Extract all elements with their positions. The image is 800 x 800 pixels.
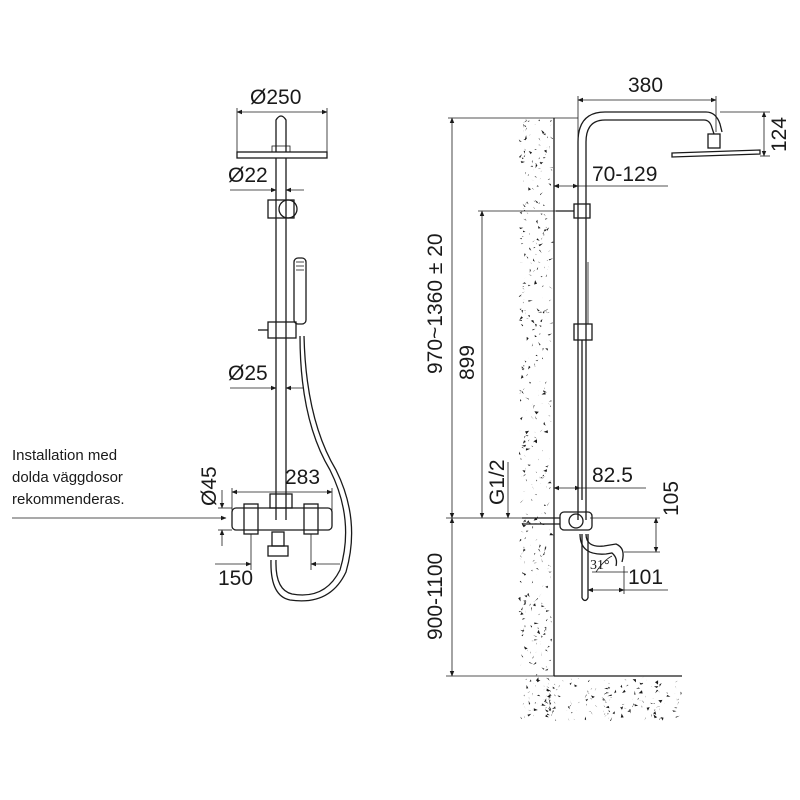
front-view: Ø250 Ø22 Ø25	[12, 86, 353, 602]
front-mixer	[231, 493, 333, 557]
label-valve-diameter: Ø45	[198, 466, 221, 506]
front-shower-head	[236, 115, 328, 159]
label-pipe-diameter-top: Ø22	[228, 164, 268, 187]
dim-spout-length: 101	[587, 566, 668, 594]
label-valve-projection: 82.5	[592, 464, 633, 487]
label-pipe-diameter-bar: Ø25	[228, 362, 268, 385]
dim-valve-width: 283	[231, 466, 333, 510]
label-inlet-height: 900-1100	[424, 553, 447, 640]
side-view: 380 124 70-129 970~1360 ± 20 899	[424, 74, 791, 721]
front-hand-shower	[270, 257, 353, 602]
note-line-1: Installation med	[12, 447, 117, 464]
dim-inlet-spacing: 150	[215, 534, 340, 590]
side-riser	[556, 111, 761, 520]
dim-spout-angle: 31°	[590, 555, 628, 573]
side-mixer	[522, 511, 624, 602]
label-head-diameter: Ø250	[250, 86, 301, 109]
label-spout-angle: 31°	[590, 558, 610, 573]
dim-bar-height: 899	[456, 210, 556, 519]
label-connection-thread: G1/2	[486, 459, 509, 505]
dim-arm-length: 380	[577, 74, 717, 138]
dim-overall-height: 970~1360 ± 20	[424, 117, 578, 519]
label-overall-height: 970~1360 ± 20	[424, 233, 447, 374]
label-valve-width: 283	[285, 466, 320, 489]
label-spout-length: 101	[628, 566, 663, 589]
dim-wall-distance: 70-129	[553, 163, 668, 189]
dim-valve-diameter: Ø45	[198, 466, 232, 546]
label-inlet-spacing: 150	[218, 567, 253, 590]
dim-pipe-diameter-bar: Ø25	[228, 362, 304, 391]
wall	[518, 118, 682, 721]
label-wall-distance: 70-129	[592, 163, 657, 186]
dim-valve-projection: 82.5	[553, 464, 646, 491]
installation-note: Installation med dolda väggdosor rekomme…	[12, 447, 227, 521]
front-riser	[258, 158, 298, 520]
dim-pipe-diameter-top: Ø22	[228, 164, 304, 193]
note-line-2: dolda väggdosor	[12, 469, 123, 486]
label-bar-height: 899	[456, 345, 479, 380]
note-line-3: rekommenderas.	[12, 491, 125, 508]
dim-spout-height: 105	[590, 481, 683, 553]
dim-head-height: 124	[720, 111, 791, 157]
label-arm-length: 380	[628, 74, 663, 97]
dim-head-diameter: Ø250	[236, 86, 328, 152]
label-head-height: 124	[768, 117, 791, 152]
dim-connection-thread: G1/2	[486, 459, 511, 519]
dim-inlet-height: 900-1100	[424, 517, 554, 677]
label-spout-height: 105	[660, 481, 683, 516]
